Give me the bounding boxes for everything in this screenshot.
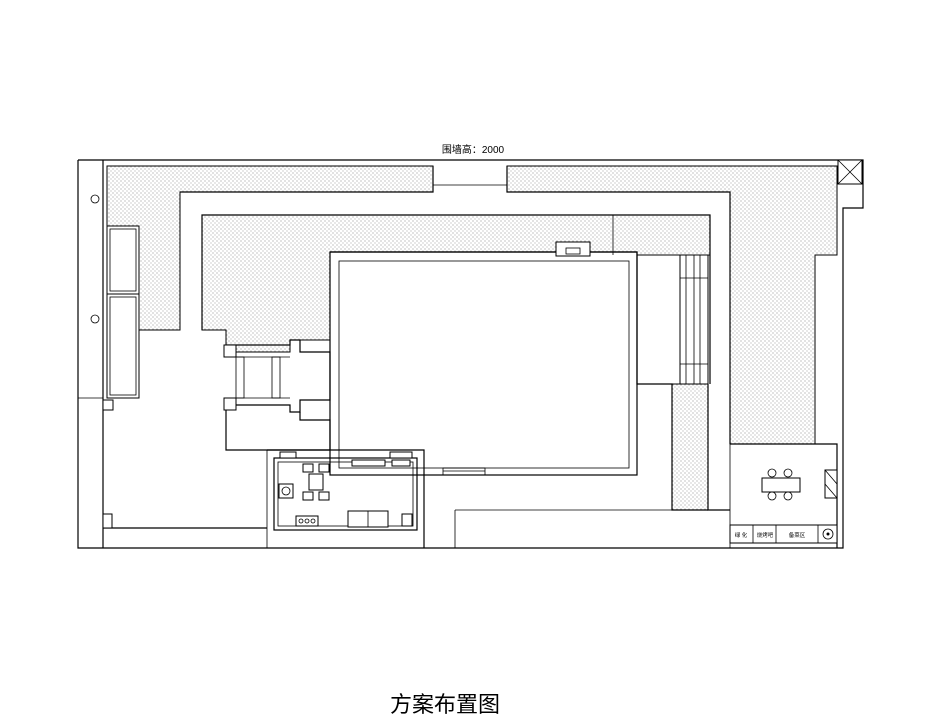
corner-post: [837, 159, 863, 185]
zone-label-b: 烧烤吧: [757, 531, 774, 539]
pergola-structure: [223, 339, 331, 451]
kitchen-pavilion: [273, 451, 418, 531]
zone-label-a: 绿 化: [735, 531, 748, 539]
boundary-wall: [77, 159, 864, 549]
lower-path: [102, 449, 425, 548]
bbq-area: [729, 443, 838, 548]
wall-height-label: 围墙高：2000: [442, 143, 505, 156]
zone-label-c: 备菜区: [789, 531, 806, 539]
left-benches: [102, 225, 140, 411]
swimming-pool: [329, 241, 638, 476]
planting-areas: [106, 165, 838, 511]
steps: [679, 254, 709, 385]
drawing-title: 方案布置图: [390, 693, 500, 718]
